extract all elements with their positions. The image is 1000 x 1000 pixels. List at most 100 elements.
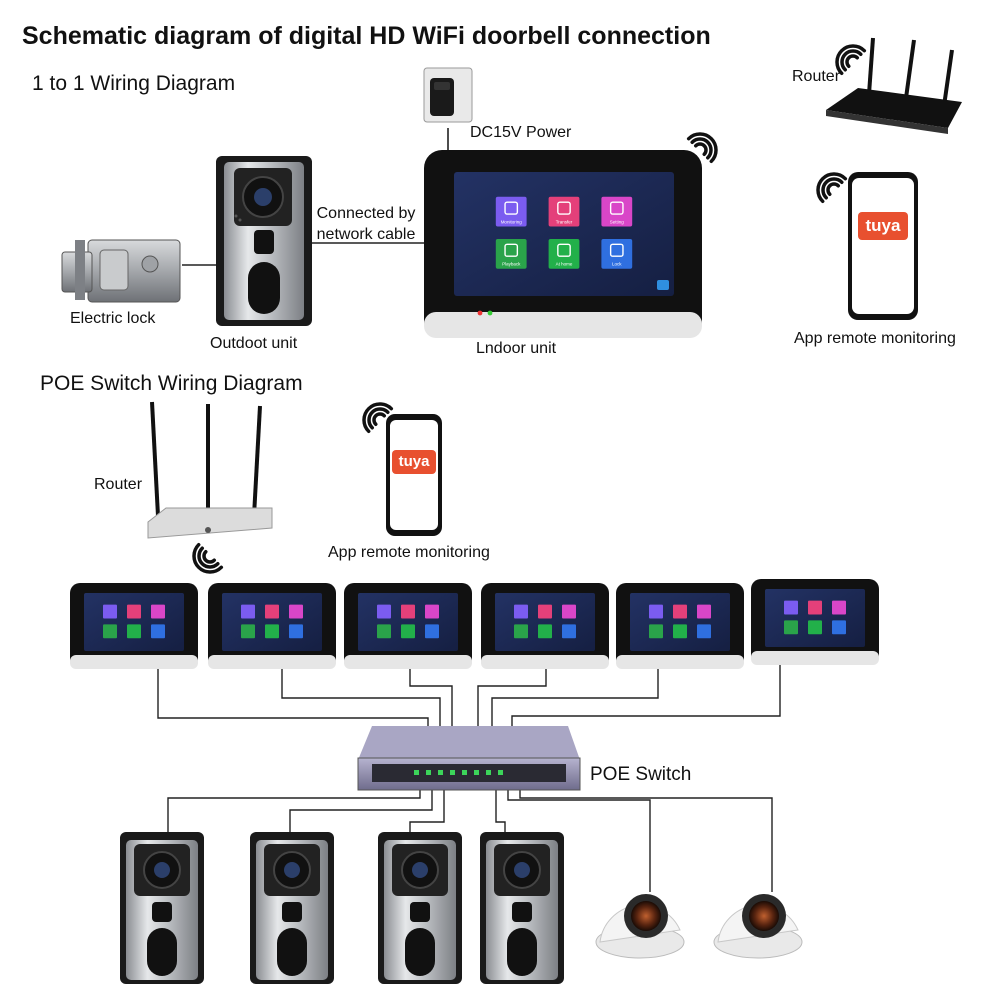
cable-monitor-to-switch	[409, 669, 453, 726]
screen-tile	[784, 600, 798, 615]
section-poe: POE Switch Wiring Diagram	[40, 372, 303, 395]
monitor-base	[70, 655, 198, 669]
poe-outdoor-unit	[480, 832, 564, 984]
router-top-label: Router	[792, 68, 841, 85]
screen-tile	[548, 196, 580, 227]
diagram-title: Schematic diagram of digital HD WiFi doo…	[22, 22, 711, 50]
switch-led	[486, 770, 491, 775]
screen-tile	[697, 604, 711, 619]
tuya-logo-poe: tuya	[398, 453, 430, 470]
poe-indoor-monitor	[751, 579, 879, 665]
screen-tile	[401, 624, 415, 639]
screen-tile	[425, 624, 439, 639]
monitor-screen	[358, 593, 458, 651]
poe-switch-label: POE Switch	[590, 764, 692, 785]
cable-monitor-to-switch	[477, 669, 547, 726]
screen-tile	[377, 604, 391, 619]
poe-indoor-monitor	[616, 583, 744, 669]
screen-tile	[673, 604, 687, 619]
dome-camera	[595, 894, 685, 959]
lock-icon	[609, 243, 624, 257]
screen-tile-label: Lock	[612, 262, 622, 267]
screen-tile	[425, 604, 439, 619]
call-button	[410, 902, 430, 922]
switch-led	[426, 770, 431, 775]
monitor-screen	[222, 593, 322, 651]
monitor-base	[344, 655, 472, 669]
home-icon	[557, 243, 571, 257]
screen-tile	[495, 238, 527, 269]
screen-tile	[265, 604, 279, 619]
electric-lock	[61, 239, 181, 303]
screen-tile-label: At home	[556, 262, 573, 267]
tuya-logo-top: tuya	[865, 216, 901, 235]
card-reader	[507, 928, 537, 976]
cable-label-line2: network cable	[316, 226, 416, 243]
poe-outdoor-units	[120, 832, 564, 984]
monitor-screen	[84, 593, 184, 651]
card-reader	[147, 928, 177, 976]
screen-tile	[289, 604, 303, 619]
router-poe	[147, 401, 273, 539]
screen-tile-label: Monitoring	[501, 220, 523, 225]
cable-monitor-to-switch	[157, 669, 429, 726]
screen-tile	[673, 624, 687, 639]
outdoor-unit-label: Outdoot unit	[210, 335, 298, 352]
router-top	[826, 37, 962, 134]
screen-tile-label: Playback	[502, 262, 521, 267]
poe-indoor-monitor	[344, 583, 472, 669]
cable-monitor-to-switch	[281, 669, 441, 726]
screen-tile	[151, 624, 165, 639]
section-one-to-one: 1 to 1 Wiring Diagram	[32, 72, 236, 95]
screen-tile	[241, 624, 255, 639]
screen-tile	[832, 620, 846, 635]
dome-camera	[713, 894, 803, 959]
cable-switch-to-device	[409, 790, 445, 832]
gear-icon	[609, 201, 624, 215]
screen-tile	[103, 604, 117, 619]
screen-tile	[103, 624, 117, 639]
monitor-screen	[495, 593, 595, 651]
poe-indoor-monitor	[208, 583, 336, 669]
dome-lens	[631, 901, 661, 931]
poe-dome-cameras	[595, 894, 803, 959]
screen-tile	[401, 604, 415, 619]
outdoor-unit-main	[216, 156, 312, 326]
poe-outdoor-unit	[250, 832, 334, 984]
screen-tile-label: Transfer	[556, 220, 573, 225]
monitor-screen	[630, 593, 730, 651]
switch-led	[414, 770, 419, 775]
cable-monitor-to-switch	[511, 665, 781, 726]
cable-switch-to-device	[507, 790, 651, 892]
poe-switch	[357, 726, 581, 791]
call-button	[282, 902, 302, 922]
poe-indoor-monitor	[481, 583, 609, 669]
monitor-screen	[765, 589, 865, 647]
screen-tile	[151, 604, 165, 619]
screen-tile	[548, 238, 580, 269]
screen-tile	[514, 604, 528, 619]
screen-tile	[538, 624, 552, 639]
poe-cables	[157, 665, 781, 892]
app-monitor-poe-label: App remote monitoring	[328, 544, 490, 561]
screen-tile	[265, 624, 279, 639]
screen-tile	[697, 624, 711, 639]
screen-tile	[377, 624, 391, 639]
screen-tile	[808, 620, 822, 635]
call-button	[512, 902, 532, 922]
monitor-base	[616, 655, 744, 669]
switch-led	[438, 770, 443, 775]
screen-tile	[832, 600, 846, 615]
poe-outdoor-unit	[378, 832, 462, 984]
card-reader	[277, 928, 307, 976]
phone-top	[848, 172, 918, 320]
monitor-base	[481, 655, 609, 669]
phone-icon	[557, 201, 571, 215]
call-button	[152, 902, 172, 922]
screen-tile	[495, 196, 527, 227]
cable-label-line1: Connected by	[316, 205, 416, 222]
phone-poe	[386, 414, 442, 536]
router-poe-label: Router	[94, 476, 143, 493]
